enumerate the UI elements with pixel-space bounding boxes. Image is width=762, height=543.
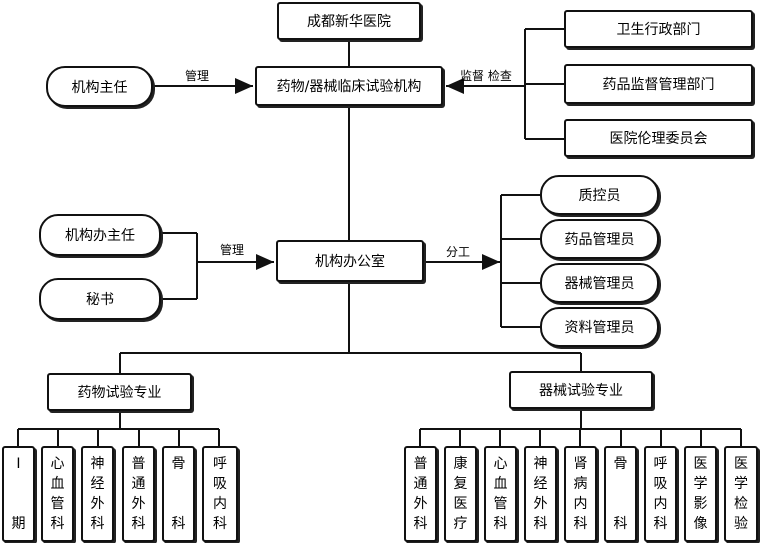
staff-records-manager: 资料管理员	[540, 307, 659, 347]
director-label: 机构主任	[71, 79, 128, 96]
edge-label-supervise: 监督 检查	[460, 69, 512, 83]
drug-dept-respiratory: 呼 吸 内 科	[202, 446, 238, 542]
drug-dept-general-surgery: 普 通 外 科	[122, 446, 155, 542]
drug-specialty-node: 药物试验专业	[47, 373, 192, 411]
secretary-label: 秘书	[86, 292, 114, 308]
drug-dept-orthopedics: 骨 科	[162, 446, 195, 542]
regulator-label: 医院伦理委员会	[609, 131, 708, 147]
staff-drug-manager: 药品管理员	[540, 219, 659, 259]
edge-label-manage-mid: 管理	[220, 243, 245, 257]
device-dept-orthopedics: 骨 科	[604, 446, 637, 542]
office-director-label: 机构办主任	[65, 228, 135, 244]
institution-label: 药物/器械临床试验机构	[276, 79, 422, 95]
device-dept-respiratory: 呼 吸 内 科	[644, 446, 677, 542]
device-specialty-node: 器械试验专业	[509, 371, 653, 409]
device-dept-nephrology: 肾 病 内 科	[564, 446, 597, 542]
staff-label: 质控员	[578, 188, 621, 204]
hospital-node: 成都新华医院	[277, 2, 421, 40]
device-dept-cardiovascular: 心 血 管 科	[484, 446, 517, 542]
staff-label: 器械管理员	[564, 276, 635, 292]
staff-label: 药品管理员	[564, 232, 635, 248]
device-dept-neurosurgery: 神 经 外 科	[524, 446, 557, 542]
regulator-drug-supervision: 药品监督管理部门	[564, 64, 753, 104]
office-node: 机构办公室	[276, 240, 424, 282]
staff-quality-control: 质控员	[540, 175, 659, 215]
regulator-health-admin: 卫生行政部门	[564, 10, 753, 48]
device-dept-laboratory: 医 学 检 验	[724, 446, 758, 542]
office-label: 机构办公室	[315, 254, 385, 270]
director-node: 机构主任	[46, 66, 153, 107]
device-specialty-label: 器械试验专业	[539, 383, 623, 399]
edge-label-division: 分工	[446, 245, 471, 259]
drug-dept-neurosurgery: 神 经 外 科	[81, 446, 114, 542]
office-director-node: 机构办主任	[39, 214, 161, 256]
device-dept-medical-imaging: 医 学 影 像	[684, 446, 717, 542]
hospital-label: 成都新华医院	[307, 14, 391, 30]
staff-device-manager: 器械管理员	[540, 263, 659, 303]
institution-node: 药物/器械临床试验机构	[255, 66, 443, 106]
regulator-ethics-committee: 医院伦理委员会	[564, 119, 753, 157]
regulator-label: 卫生行政部门	[616, 22, 701, 38]
drug-dept-cardiovascular: 心 血 管 科	[41, 446, 74, 542]
edge-label-manage-top: 管理	[185, 69, 210, 83]
device-dept-rehabilitation: 康 复 医 疗	[444, 446, 477, 542]
drug-specialty-label: 药物试验专业	[77, 385, 162, 401]
drug-dept-phase1: Ⅰ 期	[2, 446, 35, 542]
staff-label: 资料管理员	[564, 320, 635, 336]
regulator-label: 药品监督管理部门	[602, 77, 715, 93]
secretary-node: 秘书	[39, 278, 161, 320]
device-dept-general-surgery: 普 通 外 科	[404, 446, 437, 542]
